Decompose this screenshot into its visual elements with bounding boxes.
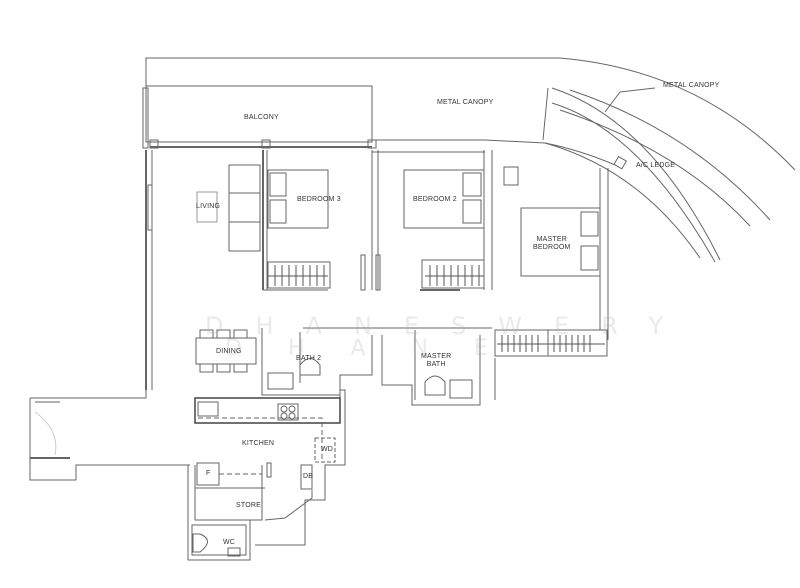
label-wc: WC [223,539,236,546]
label-dining: DINING [216,348,242,355]
label-wd: WD [321,446,334,453]
label-living: LIVING [196,203,221,210]
label-fridge: F [206,470,211,477]
wardrobe-bedroom3 [267,261,331,289]
label-bedroom-2: BEDROOM 2 [413,196,457,203]
label-metal-canopy-curved: METAL CANOPY [663,82,720,89]
label-metal-canopy: METAL CANOPY [437,99,494,106]
balcony-outline [145,85,373,143]
label-master-bath: MASTER BATH [421,353,452,368]
label-store: STORE [236,502,261,509]
label-balcony: BALCONY [244,114,279,121]
label-bath-2: BATH 2 [296,355,322,362]
label-bedroom-3: BEDROOM 3 [297,196,341,203]
canopy-outline [145,57,796,171]
wardrobe-master [494,329,608,357]
label-kitchen: KITCHEN [242,440,275,447]
bed-bedroom3 [267,169,329,229]
sofa [228,164,261,252]
label-master-bedroom: MASTER BEDROOM [533,236,571,251]
wardrobe-bedroom2 [421,259,485,289]
label-db: DB [303,473,314,480]
label-ac-ledge: A/C LEDGE [636,162,676,169]
